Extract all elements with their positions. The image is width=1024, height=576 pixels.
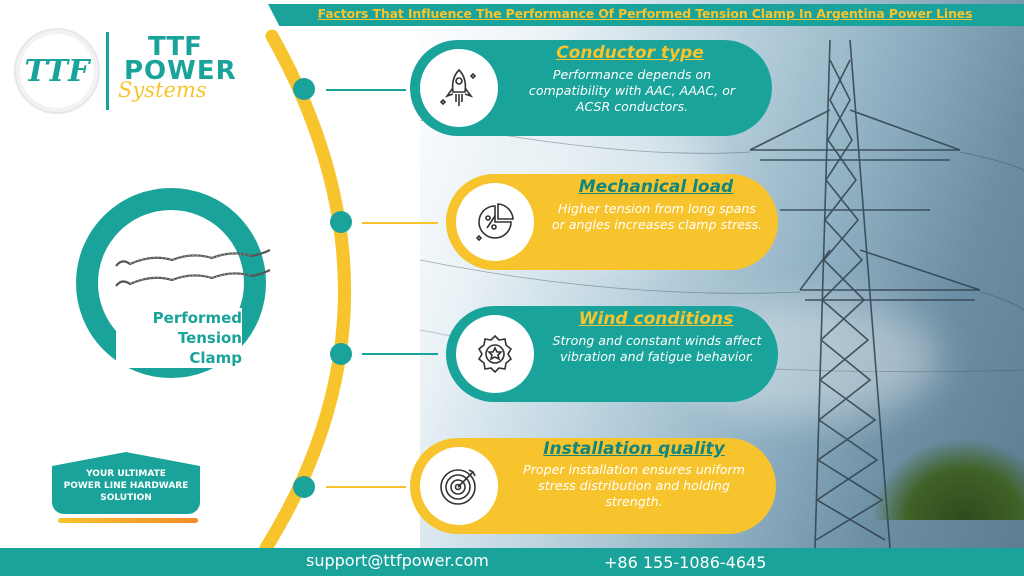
connector-dot-4 [293,476,315,498]
tension-clamp-image [115,249,271,287]
transmission-tower-image [420,39,1024,548]
factor-card-mechanical-load: Mechanical load Higher tension from long… [446,174,778,270]
product-label-line3: Clamp [116,348,242,368]
factor-description: Proper installation ensures uniform stre… [523,462,745,509]
badge-line3: SOLUTION [100,493,152,503]
footer-bar [0,548,1024,576]
product-label-line2: Tension [116,328,242,348]
connector-line-1 [326,89,406,91]
factor-card-conductor-type: Conductor type Performance depends on co… [410,40,772,136]
brand-name-line2: POWER [124,56,237,86]
connector-line-4 [326,486,406,488]
product-label-line1: Performed [116,308,242,328]
rocket-icon [420,49,498,127]
logo-letters: TTF [24,53,90,89]
connector-dot-1 [293,78,315,100]
footer-email[interactable]: support@ttfpower.com [306,551,489,570]
factor-card-wind-conditions: Wind conditions Strong and constant wind… [446,306,778,402]
factor-card-installation-quality: Installation quality Proper installation… [410,438,776,534]
pie-chart-percent-icon [456,183,534,261]
factor-description: Performance depends on compatibility wit… [528,67,736,114]
brand-name-line3: Systems [118,78,207,102]
factor-title: Wind conditions [578,309,734,329]
product-label: Performed Tension Clamp [116,308,242,368]
connector-line-3 [362,353,438,355]
logo-divider [106,32,109,110]
connector-line-2 [362,222,438,224]
footer-phone[interactable]: +86 155-1086-4645 [604,553,767,572]
brand-logo-mark: TTF [25,54,90,89]
factor-title: Conductor type [556,43,704,63]
badge-line2: POWER LINE HARDWARE [63,481,189,491]
connector-dot-2 [330,211,352,233]
factor-title: Installation quality [543,439,725,459]
factor-title: Mechanical load [578,177,734,197]
page-title: Factors That Influence The Performance O… [317,6,973,21]
award-badge-icon [456,315,534,393]
tagline-badge: YOUR ULTIMATE POWER LINE HARDWARE SOLUTI… [52,452,200,514]
tree-foliage [874,440,1024,520]
badge-line1: YOUR ULTIMATE [86,469,166,479]
title-banner [268,4,1024,26]
factor-description: Strong and constant winds affect vibrati… [552,333,762,364]
badge-underline [58,518,198,523]
connector-dot-3 [330,343,352,365]
brand-name-line1: TTF [148,32,202,62]
target-dart-icon [420,447,498,525]
brand-logo: TTF [14,28,100,114]
factor-description: Higher tension from long spans or angles… [551,201,763,232]
